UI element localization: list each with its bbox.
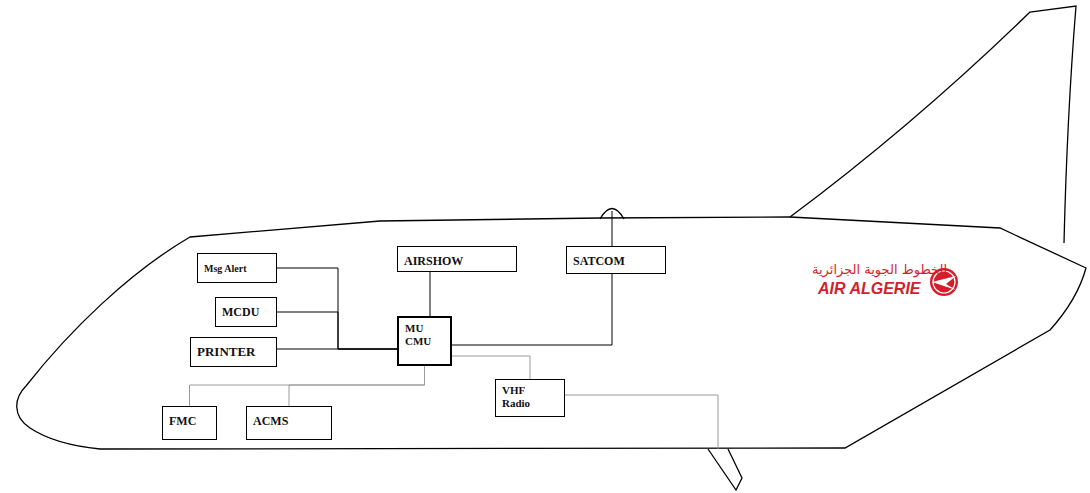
system-box: AIRSHOW	[397, 246, 517, 272]
system-box: PRINTER	[190, 337, 277, 367]
connector-line	[452, 356, 530, 379]
connector-line	[289, 366, 425, 406]
airline-name-arabic: الخطوط الجوية الجزائرية	[812, 262, 947, 277]
connector-line	[277, 349, 397, 350]
box-label: MCDU	[222, 306, 259, 320]
system-box: FMC	[162, 406, 217, 440]
box-label: Msg Alert	[204, 263, 247, 275]
box-label: AIRSHOW	[404, 255, 463, 269]
connector-line	[190, 366, 425, 406]
box-label: ACMS	[253, 415, 288, 429]
box-label: FMC	[169, 415, 196, 429]
airline-name: AIR ALGERIE	[818, 280, 921, 298]
system-box: MCDU	[215, 297, 277, 327]
connector-line	[430, 272, 431, 316]
system-box: MU CMU	[397, 316, 452, 366]
box-label: PRINTER	[197, 345, 256, 360]
fuselage-outline	[17, 217, 1086, 449]
box-label: SATCOM	[573, 255, 625, 269]
system-box: ACMS	[246, 406, 332, 440]
system-box: VHF Radio	[495, 379, 565, 417]
box-label: MU CMU	[405, 322, 439, 347]
antenna-lead	[560, 395, 718, 449]
connector-line	[277, 312, 397, 349]
connector-line	[452, 274, 612, 345]
antenna-lead	[612, 211, 613, 250]
system-box: SATCOM	[566, 246, 666, 274]
connector-line	[277, 268, 397, 349]
tail-fin	[790, 6, 1076, 243]
box-label: VHF Radio	[502, 384, 538, 409]
system-box: Msg Alert	[197, 253, 277, 283]
vhf-antenna	[708, 449, 742, 490]
